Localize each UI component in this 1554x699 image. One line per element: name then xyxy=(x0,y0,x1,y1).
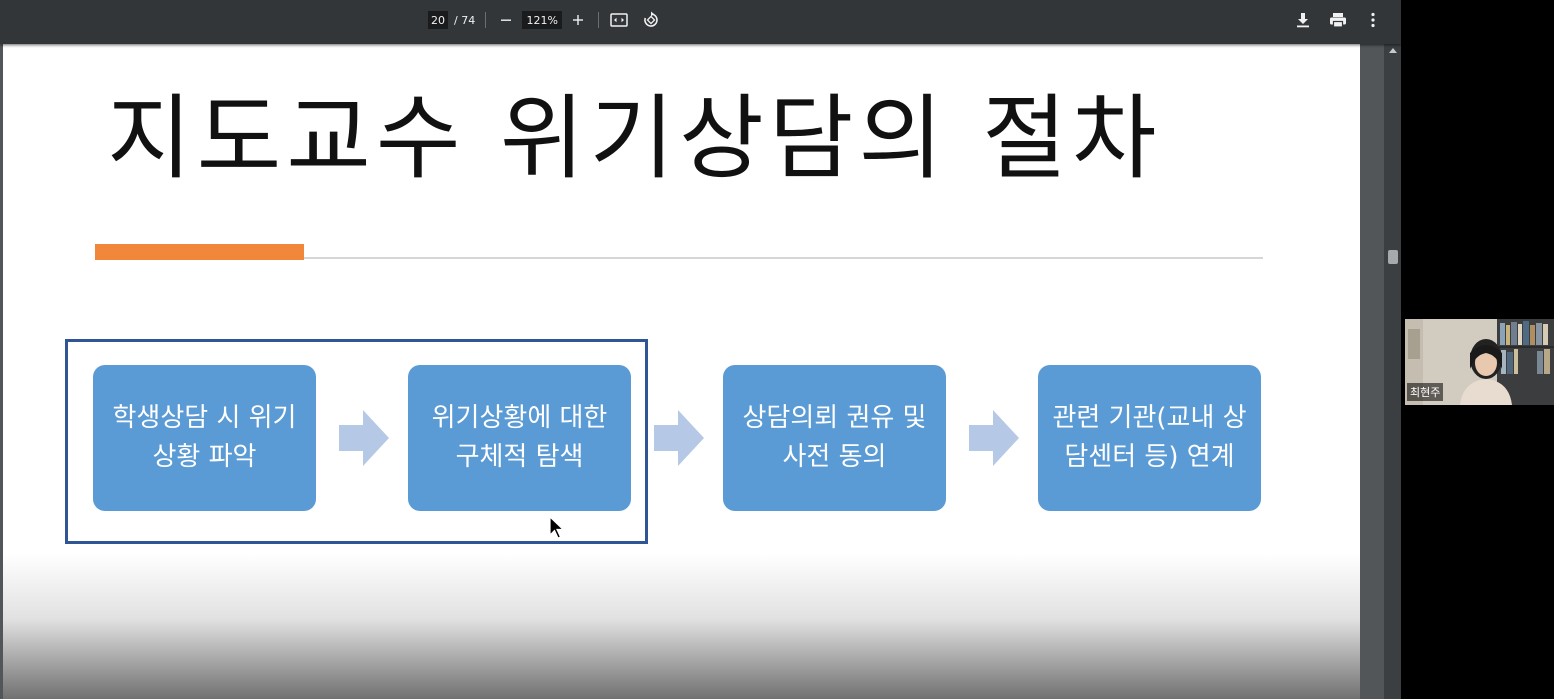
fit-page-icon xyxy=(610,13,628,27)
toolbar-divider xyxy=(598,12,600,28)
zoom-level-input[interactable] xyxy=(522,11,563,29)
process-step-3: 상담의뢰 권유 및 사전 동의 xyxy=(723,365,946,511)
more-vert-icon xyxy=(1371,12,1375,28)
scrollbar-thumb[interactable] xyxy=(1388,250,1398,264)
page-fade-overlay xyxy=(3,554,1360,699)
print-button[interactable] xyxy=(1328,10,1348,30)
process-step-1: 학생상담 시 위기 상황 파악 xyxy=(93,365,316,511)
participant-video-tile[interactable]: 최현주 xyxy=(1405,319,1554,405)
print-icon xyxy=(1330,13,1346,28)
page-total-label: / 74 xyxy=(454,13,476,27)
mouse-cursor-icon xyxy=(549,516,565,539)
zoom-in-button[interactable] xyxy=(568,10,588,30)
fit-page-button[interactable] xyxy=(609,10,629,30)
pdf-toolbar: / 74 xyxy=(0,0,1401,44)
pdf-page: 지도교수 위기상담의 절차 학생상담 시 위기 상황 파악 위기상황에 대한 구… xyxy=(3,44,1360,699)
minus-icon xyxy=(501,19,512,21)
title-underline xyxy=(95,257,1263,259)
pdf-viewer: / 74 xyxy=(0,0,1401,699)
toolbar-divider xyxy=(485,12,487,28)
rotate-icon xyxy=(644,11,658,27)
title-accent-bar xyxy=(95,244,304,260)
process-step-4: 관련 기관(교내 상담센터 등) 연계 xyxy=(1038,365,1261,511)
download-icon xyxy=(1297,13,1309,28)
vertical-scrollbar[interactable] xyxy=(1384,44,1401,699)
arrow-right-icon xyxy=(654,410,704,466)
slide-title: 지도교수 위기상담의 절차 xyxy=(107,85,1162,192)
scroll-up-icon[interactable] xyxy=(1389,48,1397,53)
toolbar-controls: / 74 xyxy=(428,0,661,40)
plus-icon xyxy=(573,15,584,25)
participant-name-label: 최현주 xyxy=(1407,383,1444,401)
arrow-right-icon xyxy=(969,410,1019,466)
toolbar-actions xyxy=(1293,0,1383,40)
rotate-button[interactable] xyxy=(641,10,661,30)
zoom-out-button[interactable] xyxy=(496,10,516,30)
highlight-frame xyxy=(65,339,648,544)
process-step-2: 위기상황에 대한 구체적 탐색 xyxy=(408,365,631,511)
more-options-button[interactable] xyxy=(1363,10,1383,30)
download-button[interactable] xyxy=(1293,10,1313,30)
page-number-input[interactable] xyxy=(428,11,448,29)
arrow-right-icon xyxy=(339,410,389,466)
